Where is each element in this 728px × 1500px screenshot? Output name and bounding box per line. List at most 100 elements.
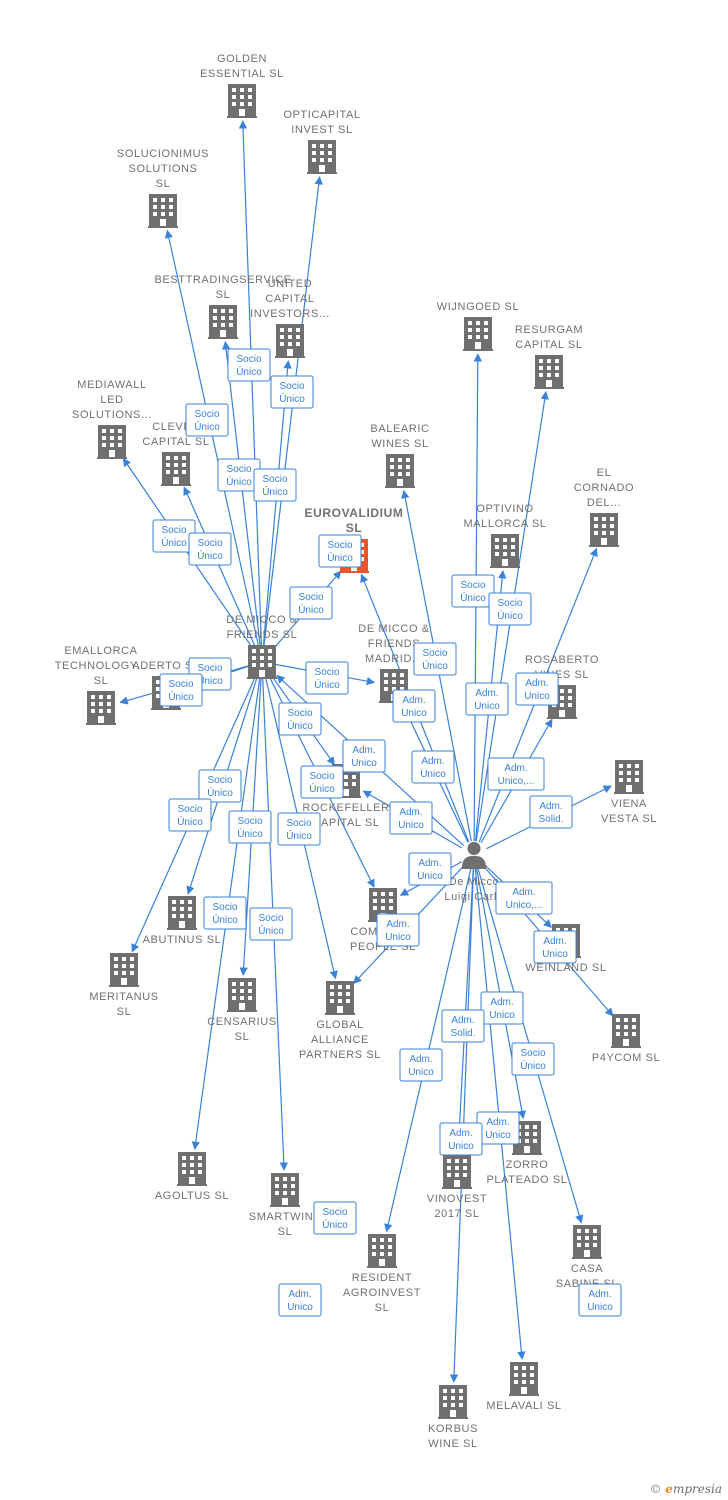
relation-label: Unico [587, 1302, 613, 1313]
node-label-mediawall: MEDIAWALL [77, 379, 146, 391]
node-abutinus[interactable]: ABUTINUS SL [143, 896, 222, 946]
relation-badge: Adm.Unico,... [487, 757, 545, 791]
node-label-golden: ESSENTIAL SL [200, 68, 284, 80]
relation-label: Único [236, 365, 262, 378]
building-icon [534, 355, 564, 389]
relation-badge: Adm.Unico [515, 672, 559, 706]
relation-badge-box [578, 1283, 622, 1317]
node-label-censarius: CENSARIUS [207, 1016, 277, 1028]
node-p4ycom[interactable]: P4YCOM SL [592, 1014, 660, 1064]
node-label-solucionimus: SOLUCIONIMUS [117, 148, 209, 160]
relation-label: Socio [197, 663, 222, 674]
node-label-vinovest: 2017 SL [434, 1208, 479, 1220]
node-aderto[interactable]: ADERTO SL [132, 660, 199, 710]
node-label-censarius: SL [235, 1031, 250, 1043]
relation-badge: Adm.Unico [399, 1048, 443, 1082]
node-label-besttrading: BESTTRADINGSERVICE [154, 274, 291, 286]
node-label-casasabine: CASA [571, 1263, 603, 1275]
node-label-emallorca: TECHNOLOGY... [55, 660, 148, 672]
relation-label: Socio [298, 592, 323, 603]
node-label-resident: AGROINVEST [343, 1287, 421, 1299]
relation-label: Socio [237, 816, 262, 827]
relation-badge-box [480, 991, 524, 1025]
node-label-meritanus: SL [117, 1006, 132, 1018]
relation-badge-box [441, 1009, 485, 1043]
edge-demiccofriends-united [262, 360, 292, 649]
node-united[interactable]: UNITEDCAPITALINVESTORS... [250, 278, 330, 358]
node-label-korbus: KORBUS [428, 1423, 478, 1435]
relation-badge-box [278, 1283, 322, 1317]
node-label-demiccomadrid: FRIENDS [368, 638, 420, 650]
node-label-vinovest: VINOVEST [427, 1193, 487, 1205]
node-agoltus[interactable]: AGOLTUS SL [155, 1152, 229, 1202]
node-vinovest[interactable]: VINOVEST 2017 SL [427, 1155, 487, 1220]
node-mediawall[interactable]: MEDIAWALLLEDSOLUTIONS... [72, 379, 152, 459]
node-wijngoed[interactable]: WIJNGOED SL [437, 301, 519, 351]
relation-badge-box [392, 689, 436, 723]
building-icon [307, 140, 337, 174]
relation-badge-box [515, 672, 559, 706]
relation-badge-box [411, 750, 455, 784]
relation-badge-box [228, 810, 272, 844]
relation-badge-box [198, 769, 242, 803]
node-censarius[interactable]: CENSARIUS SL [207, 978, 277, 1043]
relation-label: Unico [474, 701, 500, 712]
relation-label: Adm. [421, 756, 444, 767]
node-demiccofriends[interactable]: DE MICCO &FRIENDS SL [226, 614, 297, 679]
empresia-watermark: © empresia [649, 1482, 722, 1496]
node-elcornado[interactable]: ELCORNADODEL... [574, 467, 634, 547]
relation-label: Único [322, 1218, 348, 1231]
relation-label: Único [194, 420, 220, 433]
relation-label: Adm. [352, 745, 375, 756]
relation-label: Unico [417, 871, 443, 882]
node-label-abutinus: ABUTINUS SL [143, 934, 222, 946]
relation-label: Solid. [538, 814, 563, 825]
node-label-zorro: PLATEADO SL [487, 1174, 568, 1186]
node-label-global: PARTNERS SL [299, 1049, 381, 1061]
node-label-solucionimus: SL [156, 178, 171, 190]
node-melavali[interactable]: MELAVALI SL [486, 1362, 561, 1412]
node-weinland[interactable]: WEINLAND SL [525, 924, 606, 974]
building-icon [490, 534, 520, 568]
relation-badge-box [533, 930, 577, 964]
node-demiccomadrid[interactable]: DE MICCO &FRIENDSMADRID... [358, 623, 429, 703]
relation-label: Único [197, 674, 223, 687]
building-icon [463, 317, 493, 351]
relation-label: Socio [197, 538, 222, 549]
node-label-person: Luigi Carlo [444, 891, 503, 903]
relation-badge: Adm.Unico,... [495, 881, 553, 915]
relation-label: Único [207, 786, 233, 799]
node-label-mediawall: SOLUTIONS... [72, 409, 152, 421]
building-icon [148, 194, 178, 228]
relation-label: Adm. [399, 807, 422, 818]
building-icon [161, 452, 191, 486]
relation-label: Socio [422, 648, 447, 659]
node-label-smartwine: SL [278, 1226, 293, 1238]
